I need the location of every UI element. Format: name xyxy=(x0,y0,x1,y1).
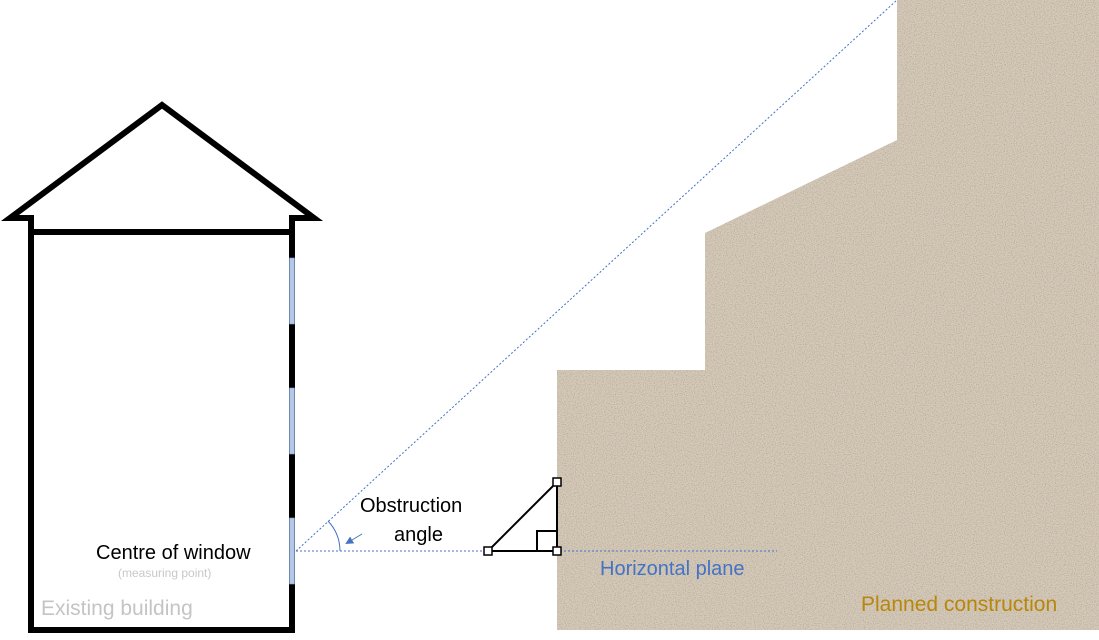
planned-construction-mass xyxy=(557,0,1099,630)
measuring-point-label: (measuring point) xyxy=(118,566,212,580)
obstruction-angle-label-line1: Obstruction xyxy=(360,495,463,517)
centre-of-window-label: Centre of window xyxy=(96,542,251,564)
window-upper xyxy=(289,257,295,325)
existing-building-label: Existing building xyxy=(41,597,193,620)
right-triangle-icon xyxy=(483,477,562,556)
obstruction-angle-arc xyxy=(327,520,341,552)
obstruction-angle-arrow xyxy=(345,533,363,545)
obstruction-angle-label-line2: angle xyxy=(394,524,443,546)
existing-building-roof xyxy=(0,101,324,235)
window-lower xyxy=(289,517,295,585)
planned-construction-label: Planned construction xyxy=(861,593,1058,616)
horizontal-plane-label: Horizontal plane xyxy=(600,558,745,580)
window-middle xyxy=(289,387,295,455)
